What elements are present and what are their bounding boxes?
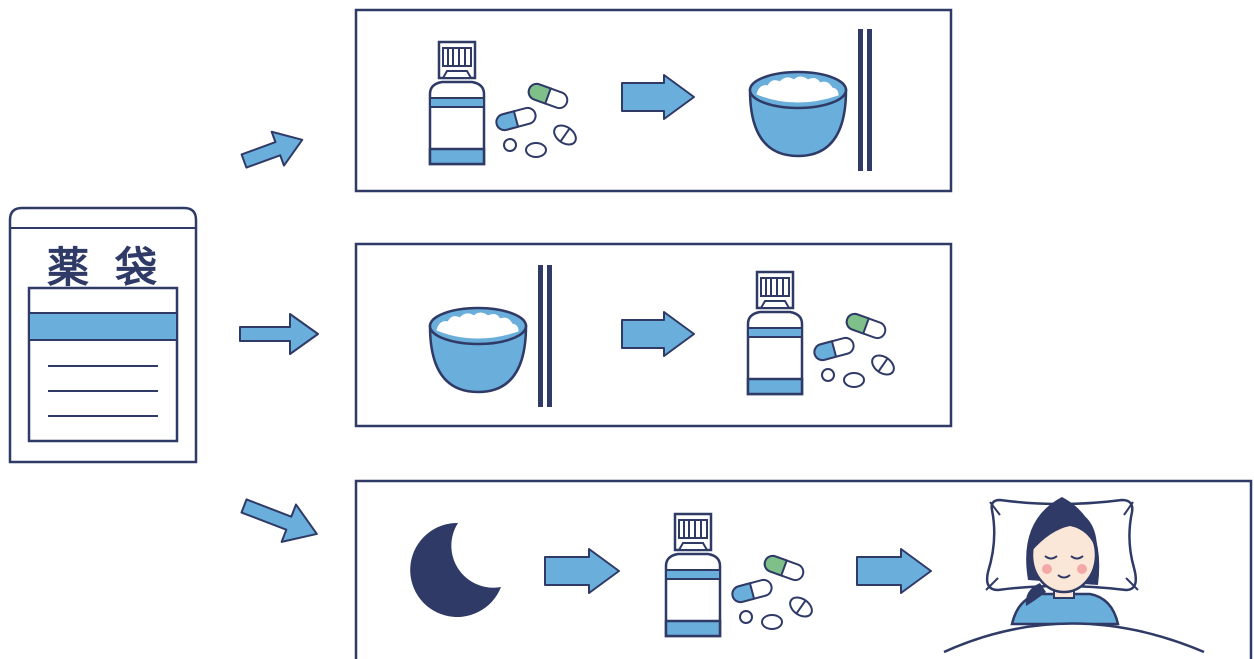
panel-before-meal	[356, 10, 951, 191]
arrow-to-before-meal	[238, 123, 309, 178]
medicine-envelope: 薬 袋	[10, 208, 196, 462]
envelope-label-char1: 薬	[47, 243, 89, 292]
panel-after-meal	[356, 244, 951, 426]
arrow-to-bedtime	[237, 487, 324, 552]
envelope-label-char2: 袋	[114, 243, 157, 292]
panel-bedtime	[356, 481, 1251, 659]
arrow-to-after-meal	[240, 314, 318, 354]
